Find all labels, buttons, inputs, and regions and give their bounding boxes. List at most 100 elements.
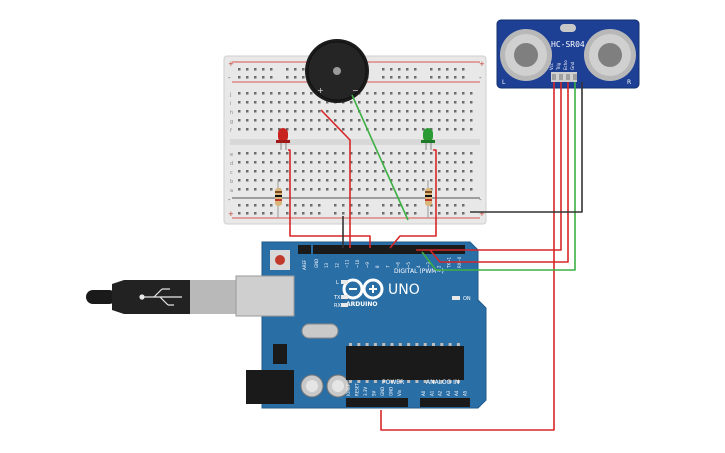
chip-pin xyxy=(423,380,427,383)
breadboard-hole xyxy=(446,161,449,164)
rail-hole xyxy=(302,68,305,71)
breadboard-hole xyxy=(398,161,401,164)
rail-hole xyxy=(406,68,409,71)
breadboard-hole xyxy=(470,119,473,122)
led-red xyxy=(276,128,290,150)
breadboard-hole xyxy=(262,101,265,104)
breadboard-hole xyxy=(462,152,465,155)
breadboard-hole xyxy=(278,92,281,95)
breadboard-hole xyxy=(454,179,457,182)
rail-hole xyxy=(286,68,289,71)
rail-hole xyxy=(302,76,305,79)
rail-hole xyxy=(238,212,241,215)
breadboard-hole xyxy=(414,161,417,164)
breadboard-hole xyxy=(302,119,305,122)
breadboard-hole xyxy=(438,170,441,173)
breadboard-hole xyxy=(334,179,337,182)
breadboard-hole xyxy=(446,128,449,131)
breadboard-hole xyxy=(302,161,305,164)
sensor-pin-vcc: Vcc xyxy=(549,63,554,70)
ultrasonic-sensor: HC-SR04 L R Vcc Trig Echo Gnd xyxy=(496,19,640,89)
breadboard-hole xyxy=(350,170,353,173)
row-letter-b: b xyxy=(230,179,233,185)
rail-hole xyxy=(310,212,313,215)
digital-pin-label: ~3 xyxy=(426,262,431,268)
buzzer-minus-label: − xyxy=(352,86,359,95)
breadboard-hole xyxy=(398,128,401,131)
power-pin-label: Vin xyxy=(397,389,402,396)
breadboard-hole xyxy=(374,161,377,164)
breadboard-hole xyxy=(358,161,361,164)
breadboard-hole xyxy=(318,128,321,131)
breadboard-hole xyxy=(302,92,305,95)
breadboard-hole xyxy=(462,110,465,113)
rail-plus-top-left: + xyxy=(228,60,234,68)
rail-hole xyxy=(262,204,265,207)
rail-hole xyxy=(342,204,345,207)
breadboard-hole xyxy=(262,128,265,131)
breadboard-hole xyxy=(310,92,313,95)
breadboard-hole xyxy=(294,161,297,164)
power-pin-label: IOREF xyxy=(346,383,351,396)
breadboard-hole xyxy=(470,110,473,113)
rail-hole xyxy=(246,212,249,215)
breadboard-hole xyxy=(430,92,433,95)
breadboard-hole xyxy=(350,161,353,164)
breadboard-hole xyxy=(350,179,353,182)
power-pin-label: 5V xyxy=(372,390,377,396)
wire-red-led xyxy=(288,149,371,248)
breadboard-hole xyxy=(414,179,417,182)
chip-pin xyxy=(390,343,394,346)
breadboard-hole xyxy=(414,110,417,113)
chip-pin xyxy=(407,343,411,346)
breadboard-hole xyxy=(254,119,257,122)
breadboard-hole xyxy=(302,152,305,155)
digital-pin-label: 13 xyxy=(324,262,329,268)
breadboard-channel xyxy=(230,139,480,145)
breadboard-hole xyxy=(310,170,313,173)
breadboard-hole xyxy=(334,110,337,113)
rail-hole xyxy=(382,76,385,79)
breadboard-hole xyxy=(398,170,401,173)
breadboard-hole xyxy=(406,101,409,104)
breadboard-hole xyxy=(350,188,353,191)
wire-green-led xyxy=(389,149,437,249)
breadboard-hole xyxy=(374,188,377,191)
rail-hole xyxy=(334,204,337,207)
breadboard-hole xyxy=(366,161,369,164)
breadboard-hole xyxy=(462,101,465,104)
breadboard-hole xyxy=(390,179,393,182)
chip-pin xyxy=(407,380,411,383)
breadboard-hole xyxy=(278,161,281,164)
breadboard-hole xyxy=(398,152,401,155)
rail-hole xyxy=(286,76,289,79)
rail-hole xyxy=(358,212,361,215)
breadboard-hole xyxy=(302,170,305,173)
breadboard-hole xyxy=(406,152,409,155)
arduino-brand: ARDUINO xyxy=(346,301,377,308)
usb-symbol-icon xyxy=(139,288,182,306)
breadboard-hole xyxy=(398,188,401,191)
breadboard-hole xyxy=(382,119,385,122)
breadboard-hole xyxy=(430,101,433,104)
rail-hole xyxy=(382,212,385,215)
rail-hole xyxy=(446,68,449,71)
breadboard-hole xyxy=(238,101,241,104)
breadboard-hole xyxy=(246,101,249,104)
chip-pin xyxy=(373,380,377,383)
arduino-model: UNO xyxy=(388,282,420,298)
row-letter-i: i xyxy=(230,101,231,107)
breadboard-hole xyxy=(246,110,249,113)
breadboard-hole xyxy=(438,161,441,164)
rail-hole xyxy=(430,76,433,79)
wire-sensor-gnd xyxy=(470,82,583,213)
breadboard-hole xyxy=(414,128,417,131)
breadboard-hole xyxy=(390,119,393,122)
breadboard-hole xyxy=(270,128,273,131)
rail-hole xyxy=(454,212,457,215)
breadboard-hole xyxy=(382,161,385,164)
breadboard-hole xyxy=(310,101,313,104)
rail-plus-top-right: + xyxy=(479,60,485,68)
breadboard-hole xyxy=(310,110,313,113)
